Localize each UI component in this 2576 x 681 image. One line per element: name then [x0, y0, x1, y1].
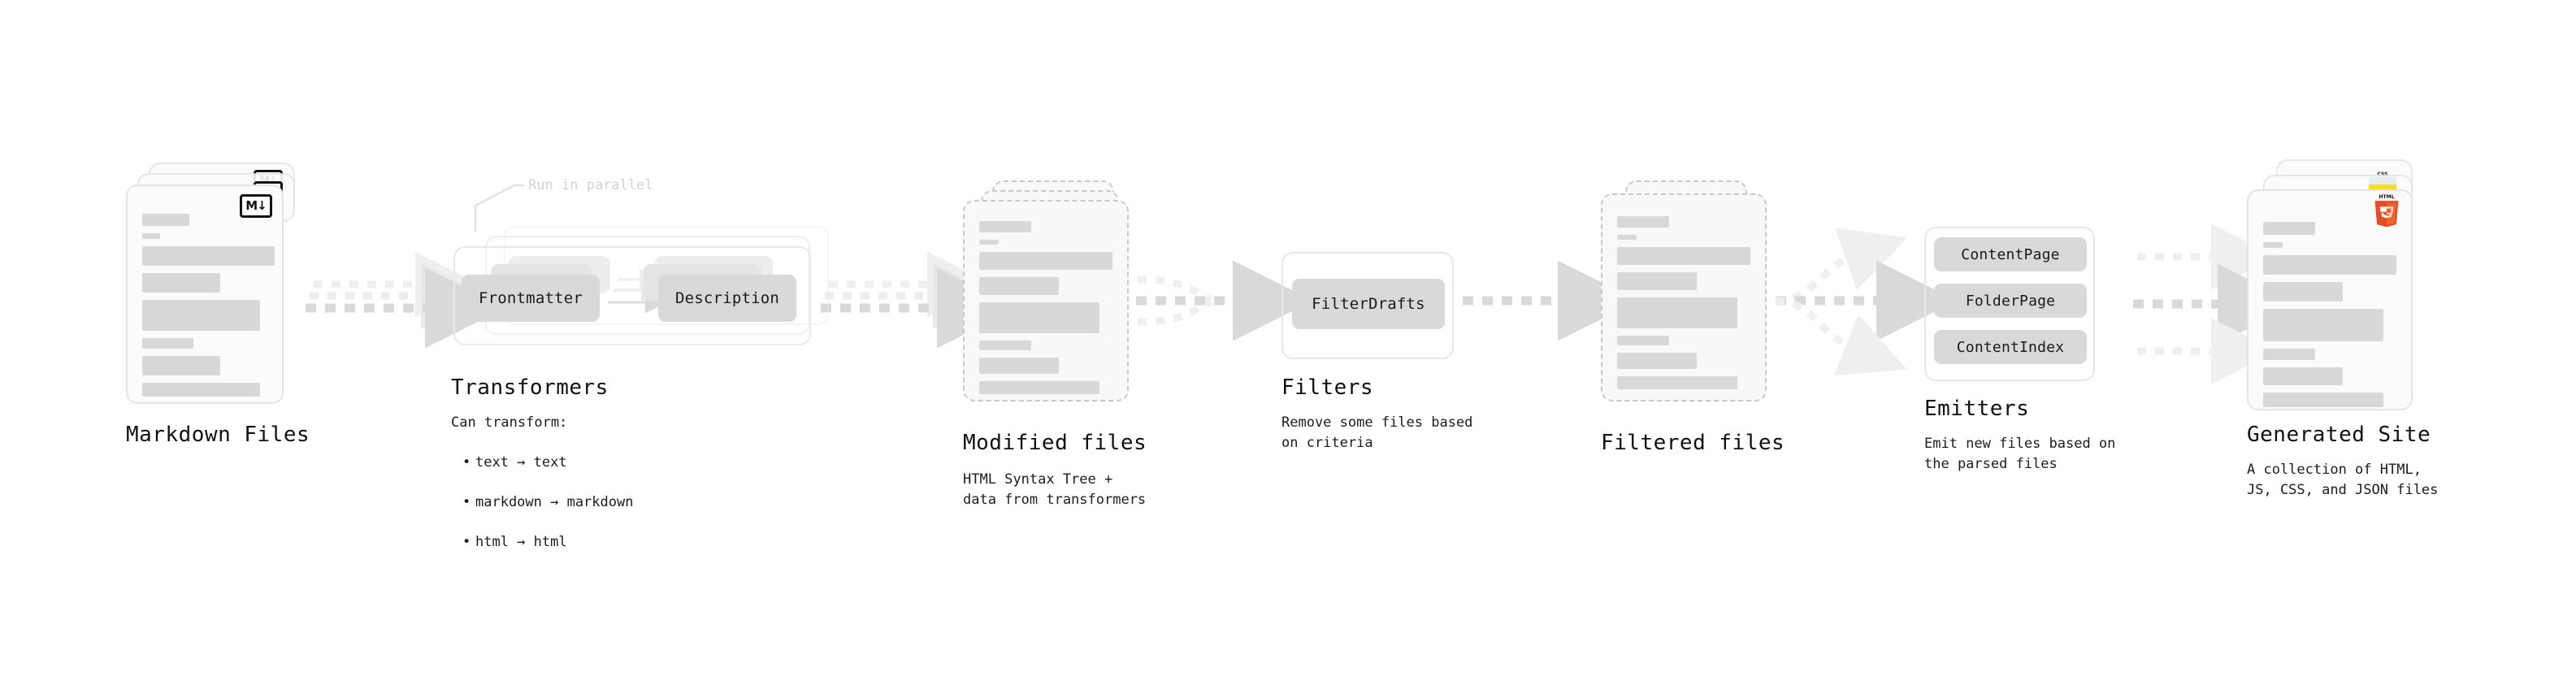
skeleton-bar	[2263, 242, 2283, 248]
transformer-chip-description[interactable]: Description	[658, 275, 796, 322]
skeleton-bar	[979, 277, 1059, 295]
stage-generated-site: CSS HTML	[2247, 159, 2450, 427]
html5-icon-svg: HTML	[2374, 194, 2399, 228]
emitter-chip-folderpage[interactable]: FolderPage	[1934, 284, 2087, 318]
markdown-files-title: Markdown Files	[126, 423, 310, 447]
skeleton-bar	[979, 221, 1031, 232]
run-in-parallel-label: Run in parallel	[528, 177, 653, 193]
filters-title: Filters	[1281, 375, 1374, 400]
emitters-subtitle: Emit new files based on the parsed files	[1924, 436, 2116, 472]
skeleton-bar	[2263, 309, 2383, 341]
run-in-parallel-bracket	[474, 184, 524, 232]
emitter-chip-contentindex[interactable]: ContentIndex	[1934, 330, 2087, 364]
skeleton-bar	[979, 240, 999, 245]
filtered-card-skeleton	[1617, 216, 1752, 397]
modified-card-stack	[963, 180, 1150, 424]
skeleton-bar	[979, 302, 1099, 333]
transformers-bullet-list: text → text markdown → markdown html → h…	[451, 432, 633, 572]
skeleton-bar	[142, 246, 275, 266]
skeleton-bar	[1617, 235, 1637, 240]
generated-site-subtitle: A collection of HTML, JS, CSS, and JSON …	[2247, 462, 2439, 498]
filters-group-box	[1281, 252, 1454, 359]
stage-modified-files	[963, 180, 1150, 424]
stage-filtered-files	[1601, 180, 1788, 424]
site-card-skeleton	[2263, 222, 2398, 414]
skeleton-bar	[1617, 247, 1750, 265]
markdown-card-stack: M↓ M↓ M↓	[126, 163, 313, 423]
emitters-group-box	[1924, 227, 2095, 381]
svg-text:HTML: HTML	[2379, 194, 2394, 200]
skeleton-bar	[979, 340, 1031, 350]
markdown-card-front: M↓	[126, 184, 284, 404]
skeleton-bar	[979, 381, 1099, 394]
filters-subtitle: Remove some files based on criteria	[1281, 414, 1473, 451]
skeleton-bar	[979, 252, 1112, 270]
skeleton-bar	[2263, 282, 2343, 301]
generated-site-title: Generated Site	[2247, 423, 2431, 447]
html5-icon: HTML	[2370, 194, 2403, 232]
skeleton-bar	[1617, 336, 1669, 345]
skeleton-bar	[2263, 393, 2383, 407]
emitters-title: Emitters	[1924, 397, 2030, 421]
arrow-modified-to-filters	[1136, 260, 1313, 341]
css-icon-label: CSS	[2378, 171, 2388, 177]
markdown-icon: M↓	[240, 194, 272, 218]
filtered-card-front	[1601, 193, 1767, 401]
stage-markdown-files: M↓ M↓ M↓	[126, 163, 313, 423]
skeleton-bar	[2263, 367, 2343, 385]
markdown-card-skeleton	[142, 214, 275, 404]
list-item: markdown → markdown	[462, 492, 633, 513]
skeleton-bar	[2263, 222, 2315, 235]
site-card-stack: CSS HTML	[2247, 159, 2450, 427]
skeleton-bar	[142, 273, 220, 293]
skeleton-bar	[1617, 376, 1737, 389]
modified-files-title: Modified files	[963, 431, 1147, 455]
skeleton-bar	[142, 214, 189, 226]
arrow-filtered-to-emitters	[1775, 228, 1957, 376]
transformers-group-front	[453, 246, 811, 345]
modified-card-front	[963, 200, 1129, 401]
skeleton-bar	[1617, 353, 1697, 369]
skeleton-bar	[1617, 216, 1669, 228]
skeleton-bar	[979, 358, 1059, 374]
transformer-chip-frontmatter[interactable]: Frontmatter	[462, 275, 600, 322]
skeleton-bar	[142, 338, 193, 349]
skeleton-bar	[2263, 349, 2315, 360]
transformers-subtitle: Can transform:	[451, 414, 568, 431]
skeleton-bar	[142, 233, 160, 239]
list-item: text → text	[462, 453, 633, 473]
skeleton-bar	[2263, 255, 2396, 275]
skeleton-bar	[142, 300, 260, 331]
filtered-files-title: Filtered files	[1601, 431, 1785, 455]
filter-chip-filterdrafts[interactable]: FilterDrafts	[1292, 279, 1445, 329]
skeleton-bar	[1617, 297, 1737, 328]
filtered-card-stack	[1601, 180, 1788, 424]
emitter-chip-contentpage[interactable]: ContentPage	[1934, 237, 2087, 271]
modified-card-skeleton	[979, 221, 1114, 401]
site-card-html: HTML	[2247, 189, 2413, 410]
arrow-emitters-to-site	[2133, 223, 2298, 384]
skeleton-bar	[1617, 272, 1697, 290]
transformers-title: Transformers	[451, 375, 609, 400]
arrow-transformers-to-modified	[821, 251, 1017, 349]
skeleton-bar	[142, 383, 260, 397]
modified-files-subtitle: HTML Syntax Tree + data from transformer…	[963, 471, 1147, 508]
list-item: html → html	[462, 532, 633, 553]
arrow-markdown-to-transformers	[306, 251, 505, 349]
skeleton-bar	[142, 356, 220, 375]
